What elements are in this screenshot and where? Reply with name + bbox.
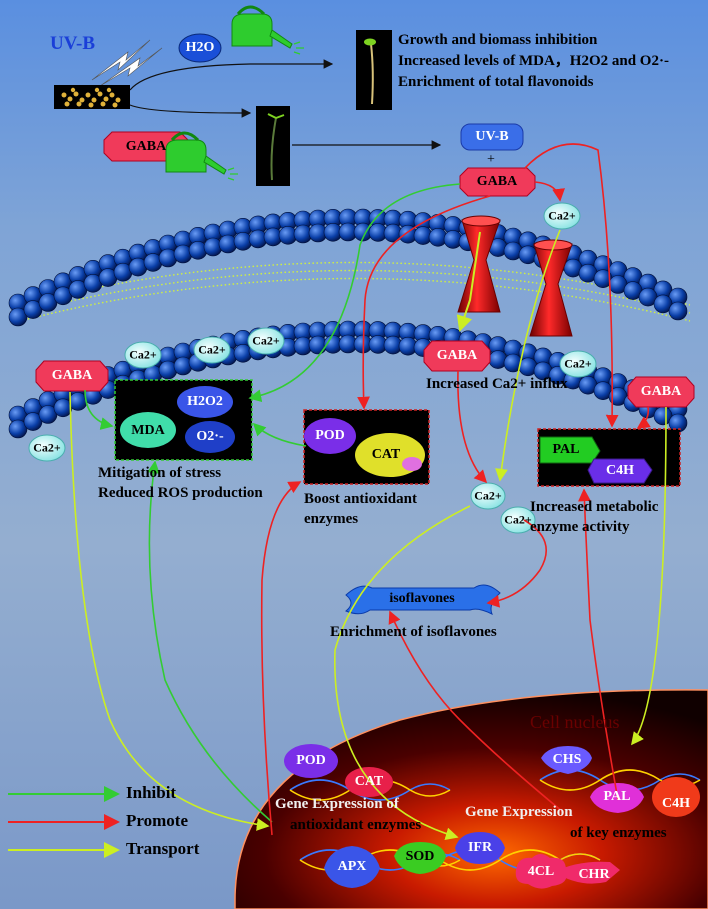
nucleus-right-caption-1: Gene Expression — [465, 804, 573, 820]
mda-label: MDA — [131, 423, 165, 438]
gaba-pill-right — [627, 376, 695, 408]
gaba-label-center: GABA — [476, 174, 518, 189]
plus-label: + — [487, 152, 495, 167]
nucleus-apx-label: APX — [337, 859, 367, 874]
watering-can-icon-2 — [165, 131, 238, 181]
seedling-inhibited-icon — [356, 30, 392, 110]
metabolic-caption-1: Increased metabolic — [530, 499, 659, 515]
pod-label: POD — [315, 428, 345, 443]
ca-label-left: Ca2+ — [33, 440, 61, 455]
ca-label-center-2: Ca2+ — [504, 512, 532, 527]
legend-inhibit-label: Inhibit — [126, 783, 177, 802]
nucleus-left-caption-1: Gene Expression of — [275, 796, 399, 812]
result-line-3: Enrichment of total flavonoids — [398, 74, 594, 90]
result-line-1: Growth and biomass inhibition — [398, 32, 598, 48]
seed-tray-icon — [54, 85, 130, 109]
nucleus-chs-label: CHS — [552, 752, 582, 767]
gaba-pill-left — [35, 360, 109, 392]
ca-label-2: Ca2+ — [198, 342, 226, 357]
uvb-box-label: UV-B — [475, 129, 509, 144]
ca-label-1: Ca2+ — [129, 347, 157, 362]
cell-membrane — [8, 208, 688, 439]
ion-channel-left — [457, 215, 501, 313]
uvb-label: UV-B — [50, 33, 96, 54]
result-line-2: Increased levels of MDA，H2O2 and O2·- — [398, 53, 669, 69]
gaba-label-right: GABA — [640, 384, 682, 399]
nucleus-chr-label: CHR — [578, 867, 610, 882]
stress-caption-2: Reduced ROS production — [98, 485, 263, 501]
metabolic-enzyme-box — [537, 428, 681, 487]
ion-channel-right — [529, 239, 573, 337]
isoflavones-ribbon — [345, 584, 501, 616]
uvb-box — [460, 123, 524, 151]
ca-influx-caption: Increased Ca2+ influx — [426, 376, 568, 392]
gaba-pill-center — [459, 167, 536, 197]
ca-label-top: Ca2+ — [548, 208, 576, 223]
ca-label-center: Ca2+ — [474, 488, 502, 503]
membrane-tails — [19, 261, 691, 322]
h2o-label: H2O — [185, 40, 215, 55]
pal-label: PAL — [552, 442, 580, 457]
nucleus-left-caption-2: antioxidant enzymes — [290, 817, 422, 833]
legend-promote-label: Promote — [126, 811, 188, 830]
nucleus-ifr-label: IFR — [467, 840, 493, 855]
nucleus-pod-label: POD — [296, 753, 326, 768]
calcium-ions — [28, 202, 597, 534]
uv-lightning-icon — [91, 39, 163, 87]
isoflavones-caption: Enrichment of isoflavones — [330, 624, 497, 640]
nucleus-label: Cell nucleus — [530, 712, 620, 732]
c4h-label: C4H — [606, 463, 634, 478]
seedling-treated-icon — [256, 106, 290, 186]
isoflavones-label: isoflavones — [389, 591, 455, 606]
gaba-label-top: GABA — [125, 139, 167, 154]
gaba-label-left: GABA — [51, 368, 93, 383]
legend-transport-label: Transport — [126, 839, 200, 858]
antioxidant-box — [303, 409, 430, 485]
nucleus-c4h-label: C4H — [662, 796, 690, 811]
watering-can-icon — [231, 5, 304, 55]
gaba-pill-inside — [423, 340, 491, 372]
metabolic-caption-2: enzyme activity — [530, 519, 630, 535]
ros-box — [114, 379, 253, 461]
nucleus-4cl-label: 4CL — [527, 864, 555, 879]
nucleus-cat-label: CAT — [354, 774, 384, 789]
cat-label: CAT — [371, 447, 401, 462]
antioxidant-caption-1: Boost antioxidant — [304, 491, 417, 507]
gaba-label-inside: GABA — [436, 348, 478, 363]
ca-label-3: Ca2+ — [252, 333, 280, 348]
nucleus-enzymes — [284, 744, 700, 889]
ca-label-right: Ca2+ — [564, 356, 592, 371]
h2o2-label: H2O2 — [187, 394, 223, 409]
stress-caption-1: Mitigation of stress — [98, 465, 222, 481]
nucleus-sod-label: SOD — [405, 849, 435, 864]
o2-label: O2·- — [196, 429, 224, 444]
nucleus-pal-label: PAL — [603, 789, 631, 804]
antioxidant-caption-2: enzymes — [304, 511, 359, 527]
nucleus-right-caption-2: of key enzymes — [570, 825, 667, 841]
h2o-badge — [178, 33, 222, 63]
